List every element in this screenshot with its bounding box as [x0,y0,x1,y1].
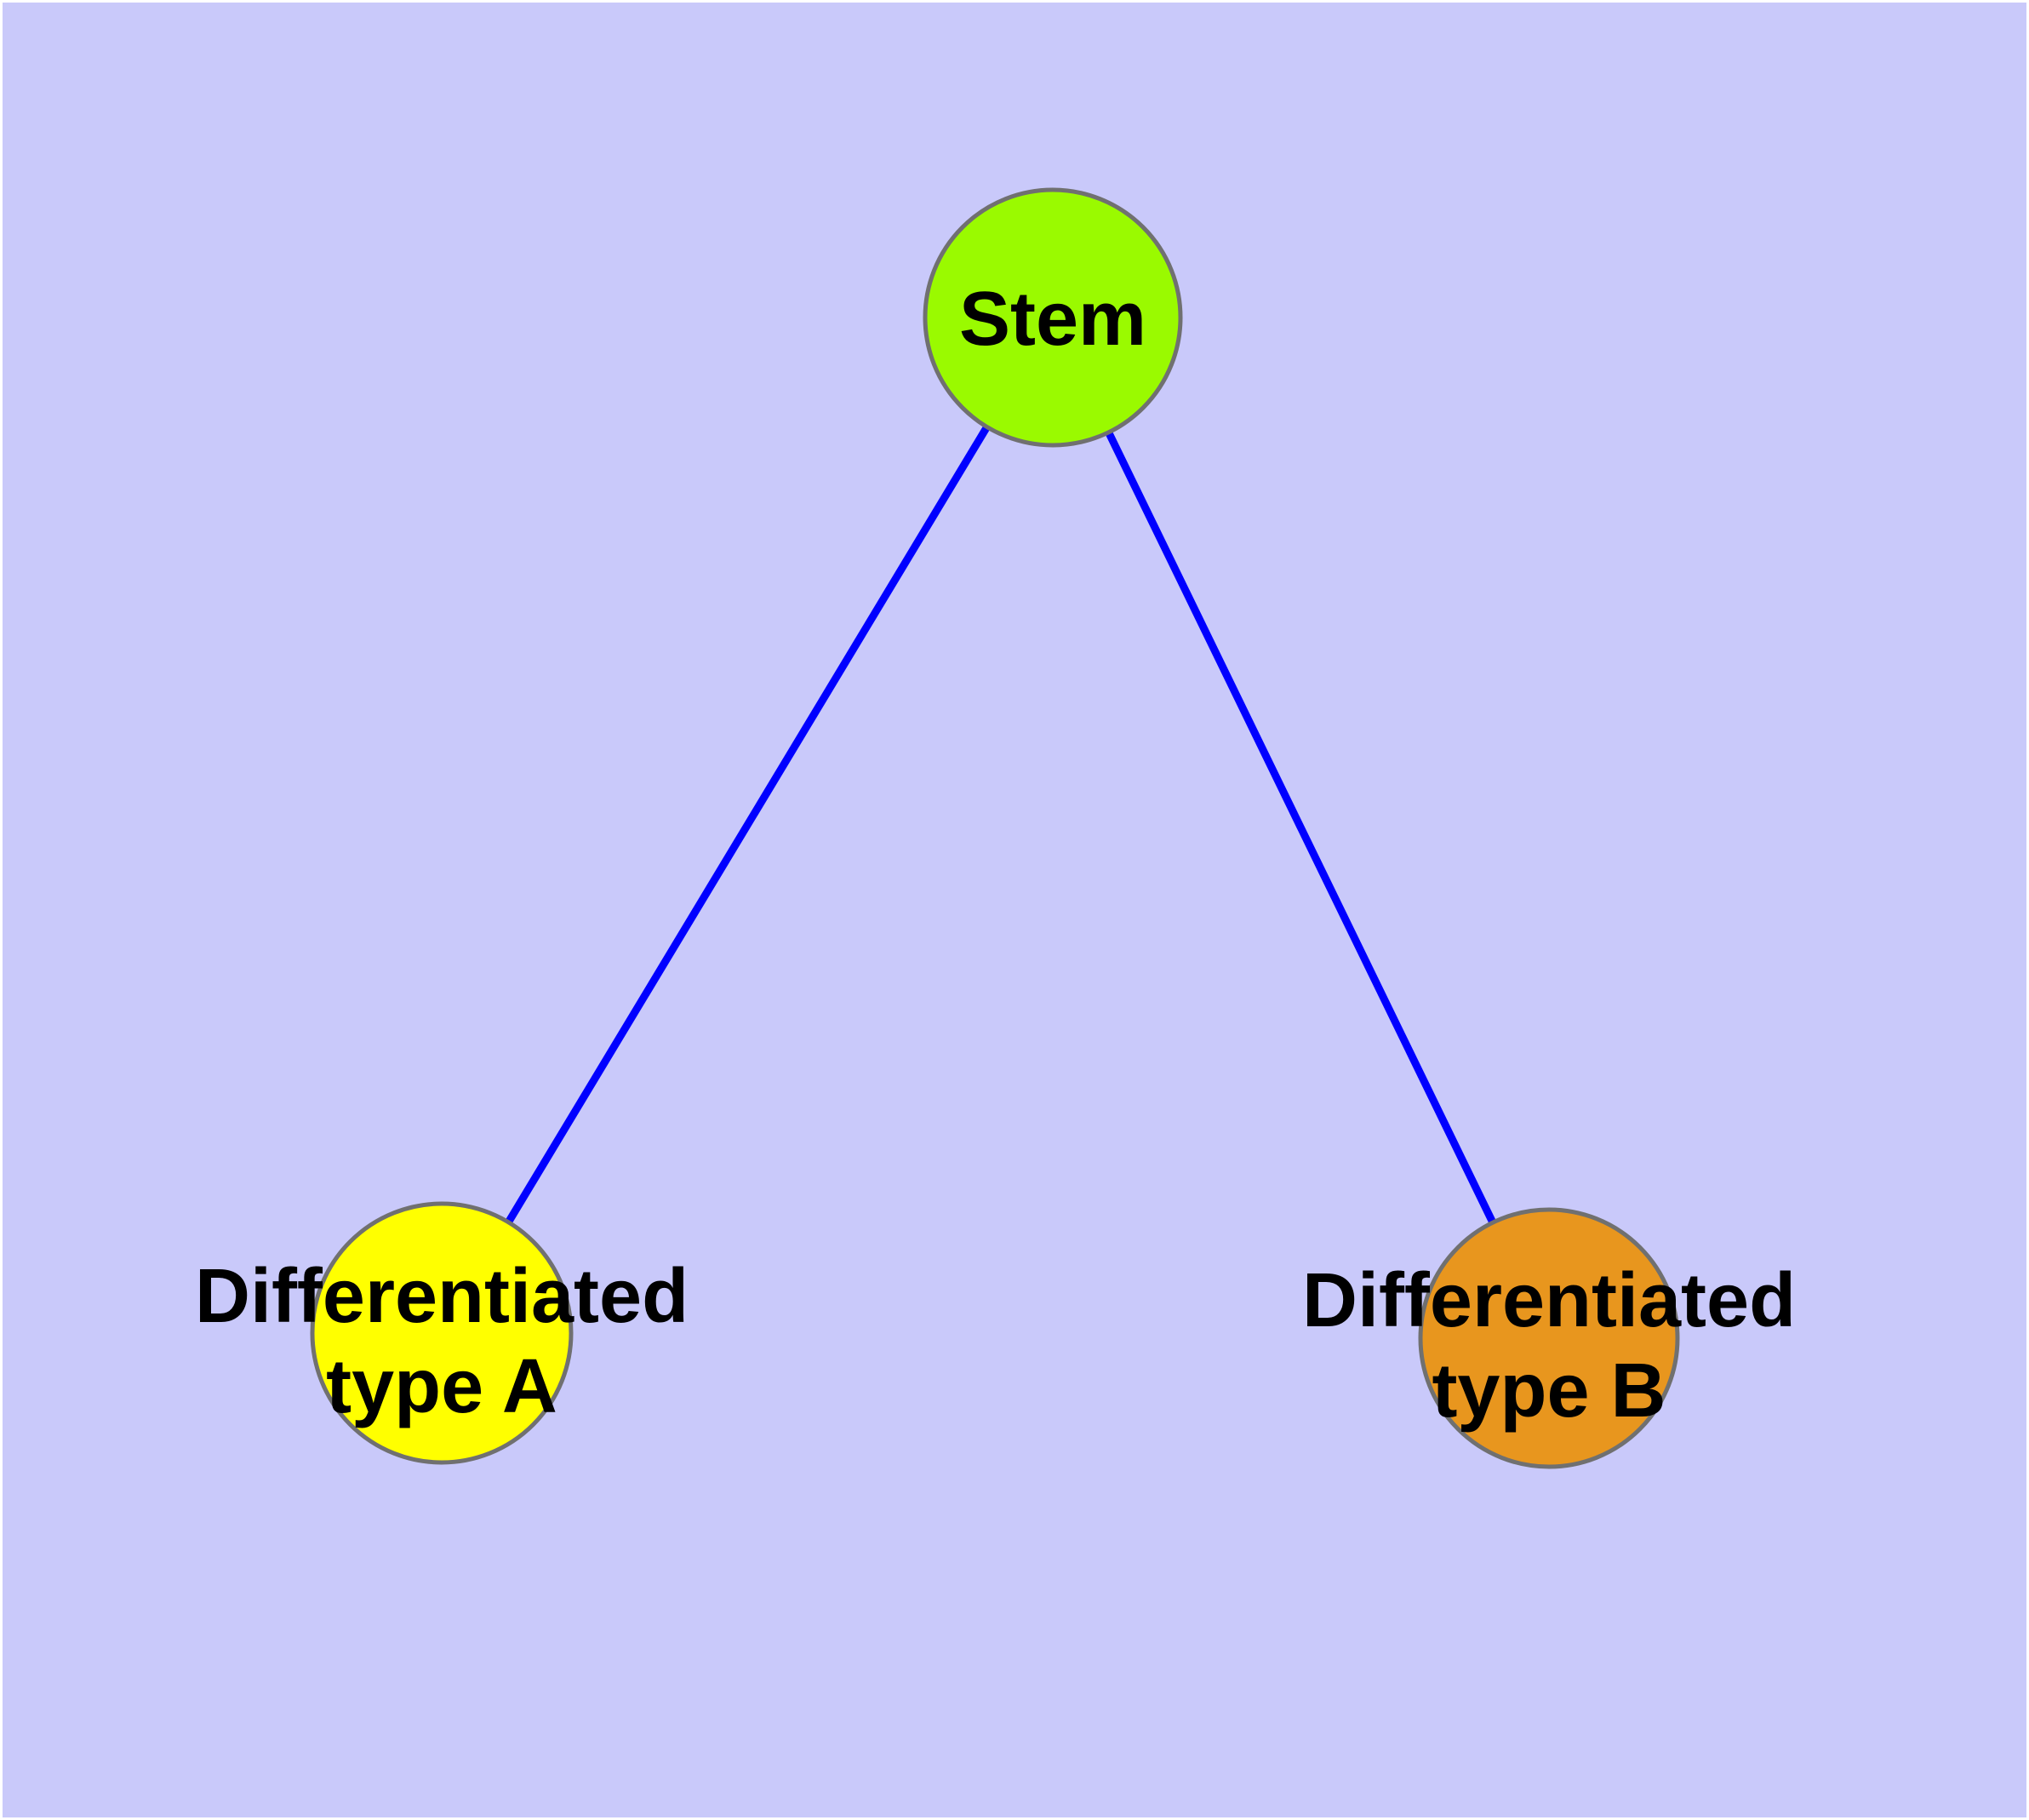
node-type-b-circle [1418,1207,1680,1469]
node-type-a-label: Differentiated type A [194,1253,689,1429]
edge-stem-to-type-a [438,315,1056,1336]
node-stem-circle [923,187,1183,448]
node-stem-label: Stem [958,276,1147,362]
edge-stem-to-type-b [1049,316,1553,1340]
node-type-a-circle [310,1201,574,1465]
node-type-b-label: Differentiated type B [1301,1257,1797,1434]
